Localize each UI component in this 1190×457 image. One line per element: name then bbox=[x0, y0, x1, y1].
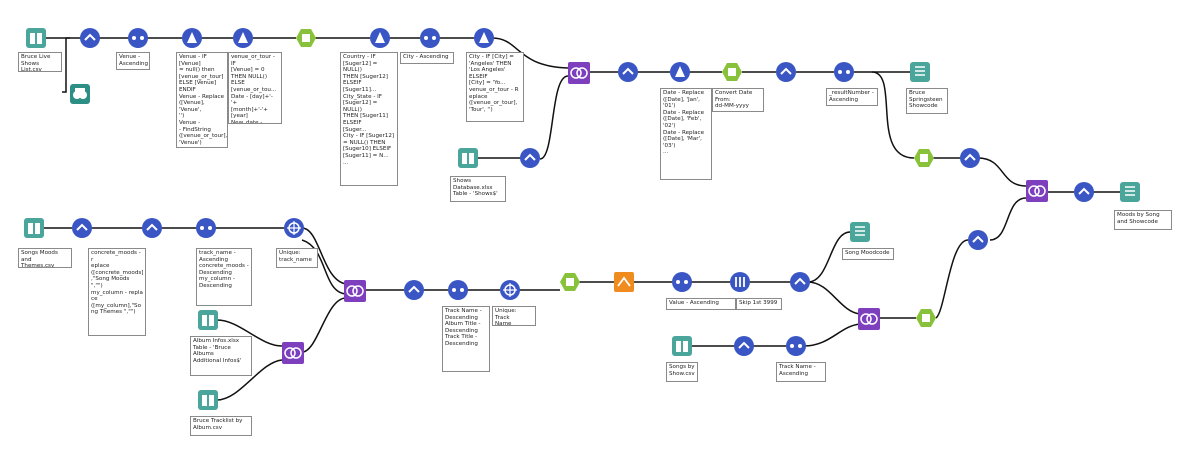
annotation-sort-track-album: Track Name - Descending Album Title - De… bbox=[442, 306, 490, 372]
annotation-formula-concrete-moods: concrete_moods - r eplace ([concrete_moo… bbox=[88, 248, 146, 336]
filter-icon[interactable] bbox=[914, 148, 934, 168]
output-data-icon[interactable] bbox=[850, 222, 870, 242]
annotation-sort-value: Value - Ascending bbox=[666, 298, 736, 310]
join-icon[interactable] bbox=[1026, 180, 1048, 202]
join-icon[interactable] bbox=[858, 308, 880, 330]
select-icon[interactable] bbox=[776, 62, 796, 82]
annotation-input-album-infos: Album Infos.xlsx Table - 'Bruce Albums A… bbox=[190, 336, 252, 376]
join-icon[interactable] bbox=[568, 62, 590, 84]
select-icon[interactable] bbox=[1074, 182, 1094, 202]
filter-icon[interactable] bbox=[916, 308, 936, 328]
sort-icon[interactable] bbox=[80, 28, 100, 48]
select-icon[interactable] bbox=[142, 218, 162, 238]
input-data-icon[interactable] bbox=[24, 218, 44, 238]
unique-icon[interactable] bbox=[284, 218, 304, 238]
select-icon[interactable] bbox=[960, 148, 980, 168]
annotation-convert-date: Convert Date From: dd-MM-yyyy bbox=[712, 88, 764, 112]
join-icon[interactable] bbox=[344, 280, 366, 302]
formula-icon[interactable] bbox=[474, 28, 494, 48]
annotation-sort-track: track_name - Ascending concrete_moods - … bbox=[196, 248, 252, 306]
sort-icon[interactable] bbox=[672, 272, 692, 292]
transpose-icon[interactable] bbox=[614, 272, 634, 292]
annotation-sort-venue: Venue - Ascending bbox=[116, 52, 150, 70]
output-data-icon[interactable] bbox=[910, 62, 930, 82]
sort-icon[interactable] bbox=[420, 28, 440, 48]
select-icon[interactable] bbox=[618, 62, 638, 82]
annotation-input-shows-db: Shows Database.xlsx Table - 'Shows$' bbox=[450, 176, 506, 202]
annotation-formula-venue: Venue - IF [Venue] = null() then [venue_… bbox=[176, 52, 228, 148]
input-data-icon[interactable] bbox=[672, 336, 692, 356]
annotation-unique-track-name: Unique: track_name bbox=[276, 248, 318, 268]
sample-icon[interactable] bbox=[730, 272, 750, 292]
annotation-output-song-moodcode: Song Moodcode bbox=[842, 248, 894, 260]
formula-icon[interactable] bbox=[72, 218, 92, 238]
annotation-input-bruce-tracklist: Bruce Tracklist by Album.csv bbox=[190, 416, 252, 436]
formula-icon[interactable] bbox=[670, 62, 690, 82]
select-icon[interactable] bbox=[734, 336, 754, 356]
annotation-formula-date-replace: Date - Replace ([Date], 'Jan', '01') Dat… bbox=[660, 88, 712, 180]
formula-icon[interactable] bbox=[370, 28, 390, 48]
select-icon[interactable] bbox=[520, 148, 540, 168]
annotation-formula-country: Country - IF [Suger12] = NULL() THEN [Su… bbox=[340, 52, 398, 186]
sort-icon[interactable] bbox=[128, 28, 148, 48]
sort-icon[interactable] bbox=[834, 62, 854, 82]
annotation-sort-city: City - Ascending bbox=[400, 52, 454, 64]
annotation-output-bruce-springsteen: Bruce Springsteen Showcode bbox=[906, 88, 948, 114]
browse-icon[interactable] bbox=[70, 84, 90, 104]
sort-icon[interactable] bbox=[786, 336, 806, 356]
filter-icon[interactable] bbox=[296, 28, 316, 48]
annotation-formula-date: venue_or_tour - IF [Venue] = 0 THEN NULL… bbox=[228, 52, 282, 124]
annotation-unique-track-name2: Unique: Track Name bbox=[492, 306, 536, 326]
annotation-output-moods-by-song: Moods by Song and Showcode bbox=[1114, 210, 1172, 230]
join-icon[interactable] bbox=[282, 342, 304, 364]
select-icon[interactable] bbox=[404, 280, 424, 300]
annotation-input-songs-by-show: Songs by Show.csv bbox=[666, 362, 698, 382]
output-data-icon[interactable] bbox=[1120, 182, 1140, 202]
sort-icon[interactable] bbox=[448, 280, 468, 300]
filter-icon[interactable] bbox=[560, 272, 580, 292]
input-data-icon[interactable] bbox=[458, 148, 478, 168]
select-icon[interactable] bbox=[968, 230, 988, 250]
annotation-skip-1st: Skip 1st 3999 bbox=[736, 298, 782, 310]
annotation-formula-city: City - IF [City] = 'Angeles' THEN 'Los A… bbox=[466, 52, 524, 122]
annotation-sort-result: _resultNumber - Ascending bbox=[826, 88, 878, 106]
input-data-icon[interactable] bbox=[198, 310, 218, 330]
annotation-input-bruce-live: Bruce Live Shows List.csv bbox=[18, 52, 62, 72]
formula-icon[interactable] bbox=[182, 28, 202, 48]
formula-icon[interactable] bbox=[233, 28, 253, 48]
input-data-icon[interactable] bbox=[26, 28, 46, 48]
sort-icon[interactable] bbox=[196, 218, 216, 238]
input-data-icon[interactable] bbox=[198, 390, 218, 410]
annotation-input-song-moods: Songs Moods and Themes.csv bbox=[18, 248, 72, 268]
annotation-sort-track-name-asc: Track Name - Ascending bbox=[776, 362, 826, 382]
unique-icon[interactable] bbox=[500, 280, 520, 300]
datetime-icon[interactable] bbox=[722, 62, 742, 82]
select-icon[interactable] bbox=[790, 272, 810, 292]
